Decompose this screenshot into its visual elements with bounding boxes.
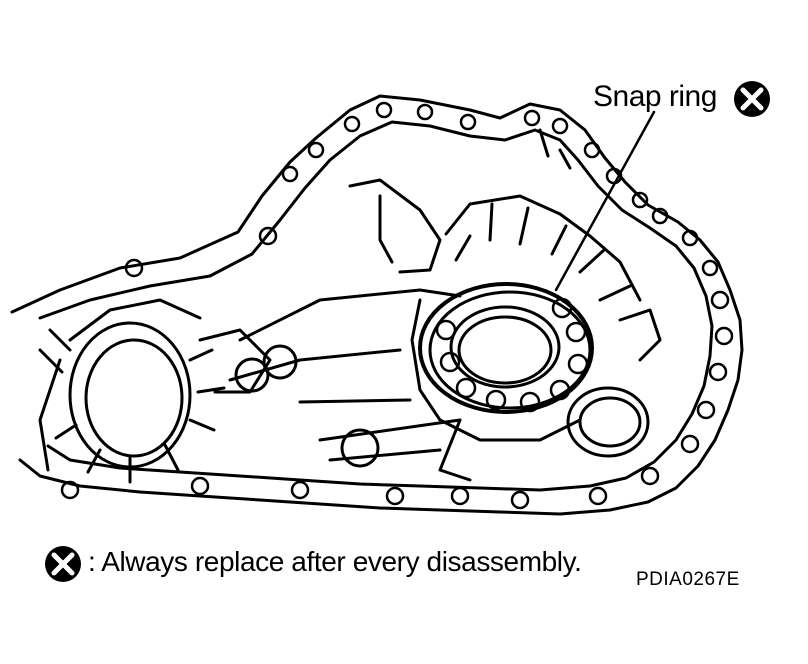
- bearing-outer-race: [428, 290, 592, 410]
- bearing-balls: [435, 297, 589, 413]
- left-bearing-bore: [38, 298, 226, 484]
- replace-x-icon: [734, 81, 770, 117]
- housing-inner-flange: [38, 120, 714, 492]
- flange-bolt-holes: [60, 101, 734, 510]
- housing-ribs: [198, 128, 662, 482]
- snap-ring-label: Snap ring: [593, 80, 717, 113]
- snap-ring: [418, 282, 594, 414]
- legend-text: : Always replace after every disassembly…: [88, 546, 582, 577]
- figure-code: PDIA0267E: [636, 569, 740, 590]
- snap-ring-leader-line: [554, 110, 656, 292]
- snap-ring-callout: Snap ring: [593, 80, 717, 114]
- bearing-inner-race: [449, 305, 561, 389]
- housing-outer-flange: [10, 94, 744, 516]
- replace-x-icon: [45, 546, 81, 582]
- small-bearing-bore: [566, 386, 650, 458]
- main-bearing-assembly: [418, 282, 594, 414]
